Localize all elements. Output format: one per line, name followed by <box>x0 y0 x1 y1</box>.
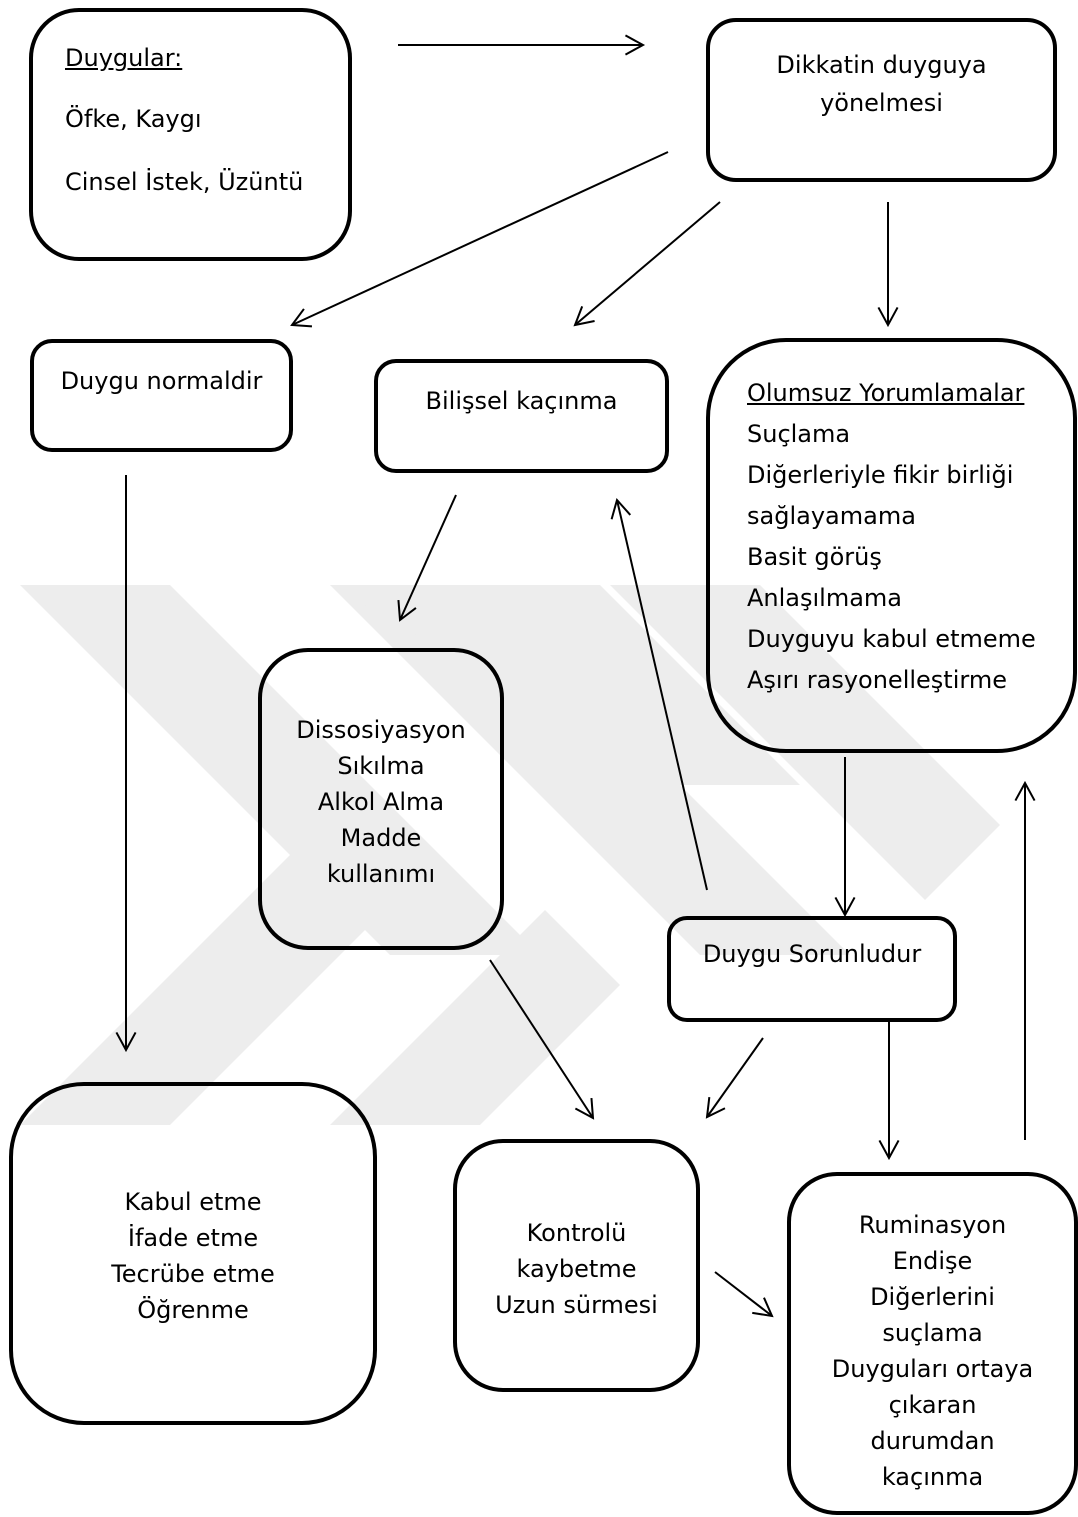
arrow-bilissel-to-dissosiyasyon <box>397 494 457 622</box>
negative-interpretations-list: Olumsuz Yorumlamalar Suçlama Diğerleriyl… <box>747 379 1036 694</box>
arrow-sorunlu-to-ruminasyon <box>878 1022 900 1161</box>
arrow-dikkat-to-normal <box>290 151 669 328</box>
emotions-item: Cinsel İstek, Üzüntü <box>65 168 304 196</box>
arrow-kontrol-to-ruminasyon <box>714 1271 774 1318</box>
emotion-normal-label: Duygu normaldir <box>60 367 263 395</box>
arrow-dissosiyasyon-to-kontrol <box>489 959 595 1120</box>
cognitive-avoidance-box <box>374 359 669 473</box>
acceptance-box <box>9 1082 377 1425</box>
rumination-box <box>787 1172 1078 1515</box>
emotion-problematic-label: Duygu Sorunludur <box>702 940 922 968</box>
arrow-ruminasyon-to-olumsuz <box>1014 780 1036 1140</box>
emotions-title: Duygular: <box>65 44 183 72</box>
arrow-duygular-to-dikkat <box>398 34 646 56</box>
negative-interpretations-box <box>706 338 1077 753</box>
cognitive-avoidance-label: Bilişsel kaçınma <box>425 387 618 415</box>
attention-box <box>706 18 1057 182</box>
dissociation-box <box>258 648 504 950</box>
arrow-dikkat-to-bilissel <box>573 201 721 327</box>
dissociation-list: Dissosiyasyon Sıkılma Alkol Alma Madde k… <box>296 716 466 888</box>
arrow-normal-to-kabul <box>115 475 137 1053</box>
emotion-normal-box <box>30 339 293 452</box>
arrow-sorunlu-to-bilissel <box>610 497 708 891</box>
emotion-problematic-box <box>667 916 957 1022</box>
loss-of-control-box <box>453 1139 700 1392</box>
arrow-olumsuz-to-sorunlu <box>834 757 856 918</box>
emotions-item: Öfke, Kaygı <box>65 105 202 133</box>
arrow-dikkat-to-olumsuz <box>877 202 899 328</box>
emotions-box <box>29 8 352 261</box>
arrow-sorunlu-to-kontrol <box>705 1037 764 1119</box>
rumination-list: Ruminasyon Endişe Diğerlerini suçlama Du… <box>831 1211 1034 1491</box>
attention-label: Dikkatin duyguya yönelmesi <box>776 51 987 117</box>
acceptance-list: Kabul etme İfade etme Tecrübe etme Öğren… <box>111 1188 275 1324</box>
loss-of-control-list: Kontrolü kaybetme Uzun sürmesi <box>495 1219 658 1319</box>
